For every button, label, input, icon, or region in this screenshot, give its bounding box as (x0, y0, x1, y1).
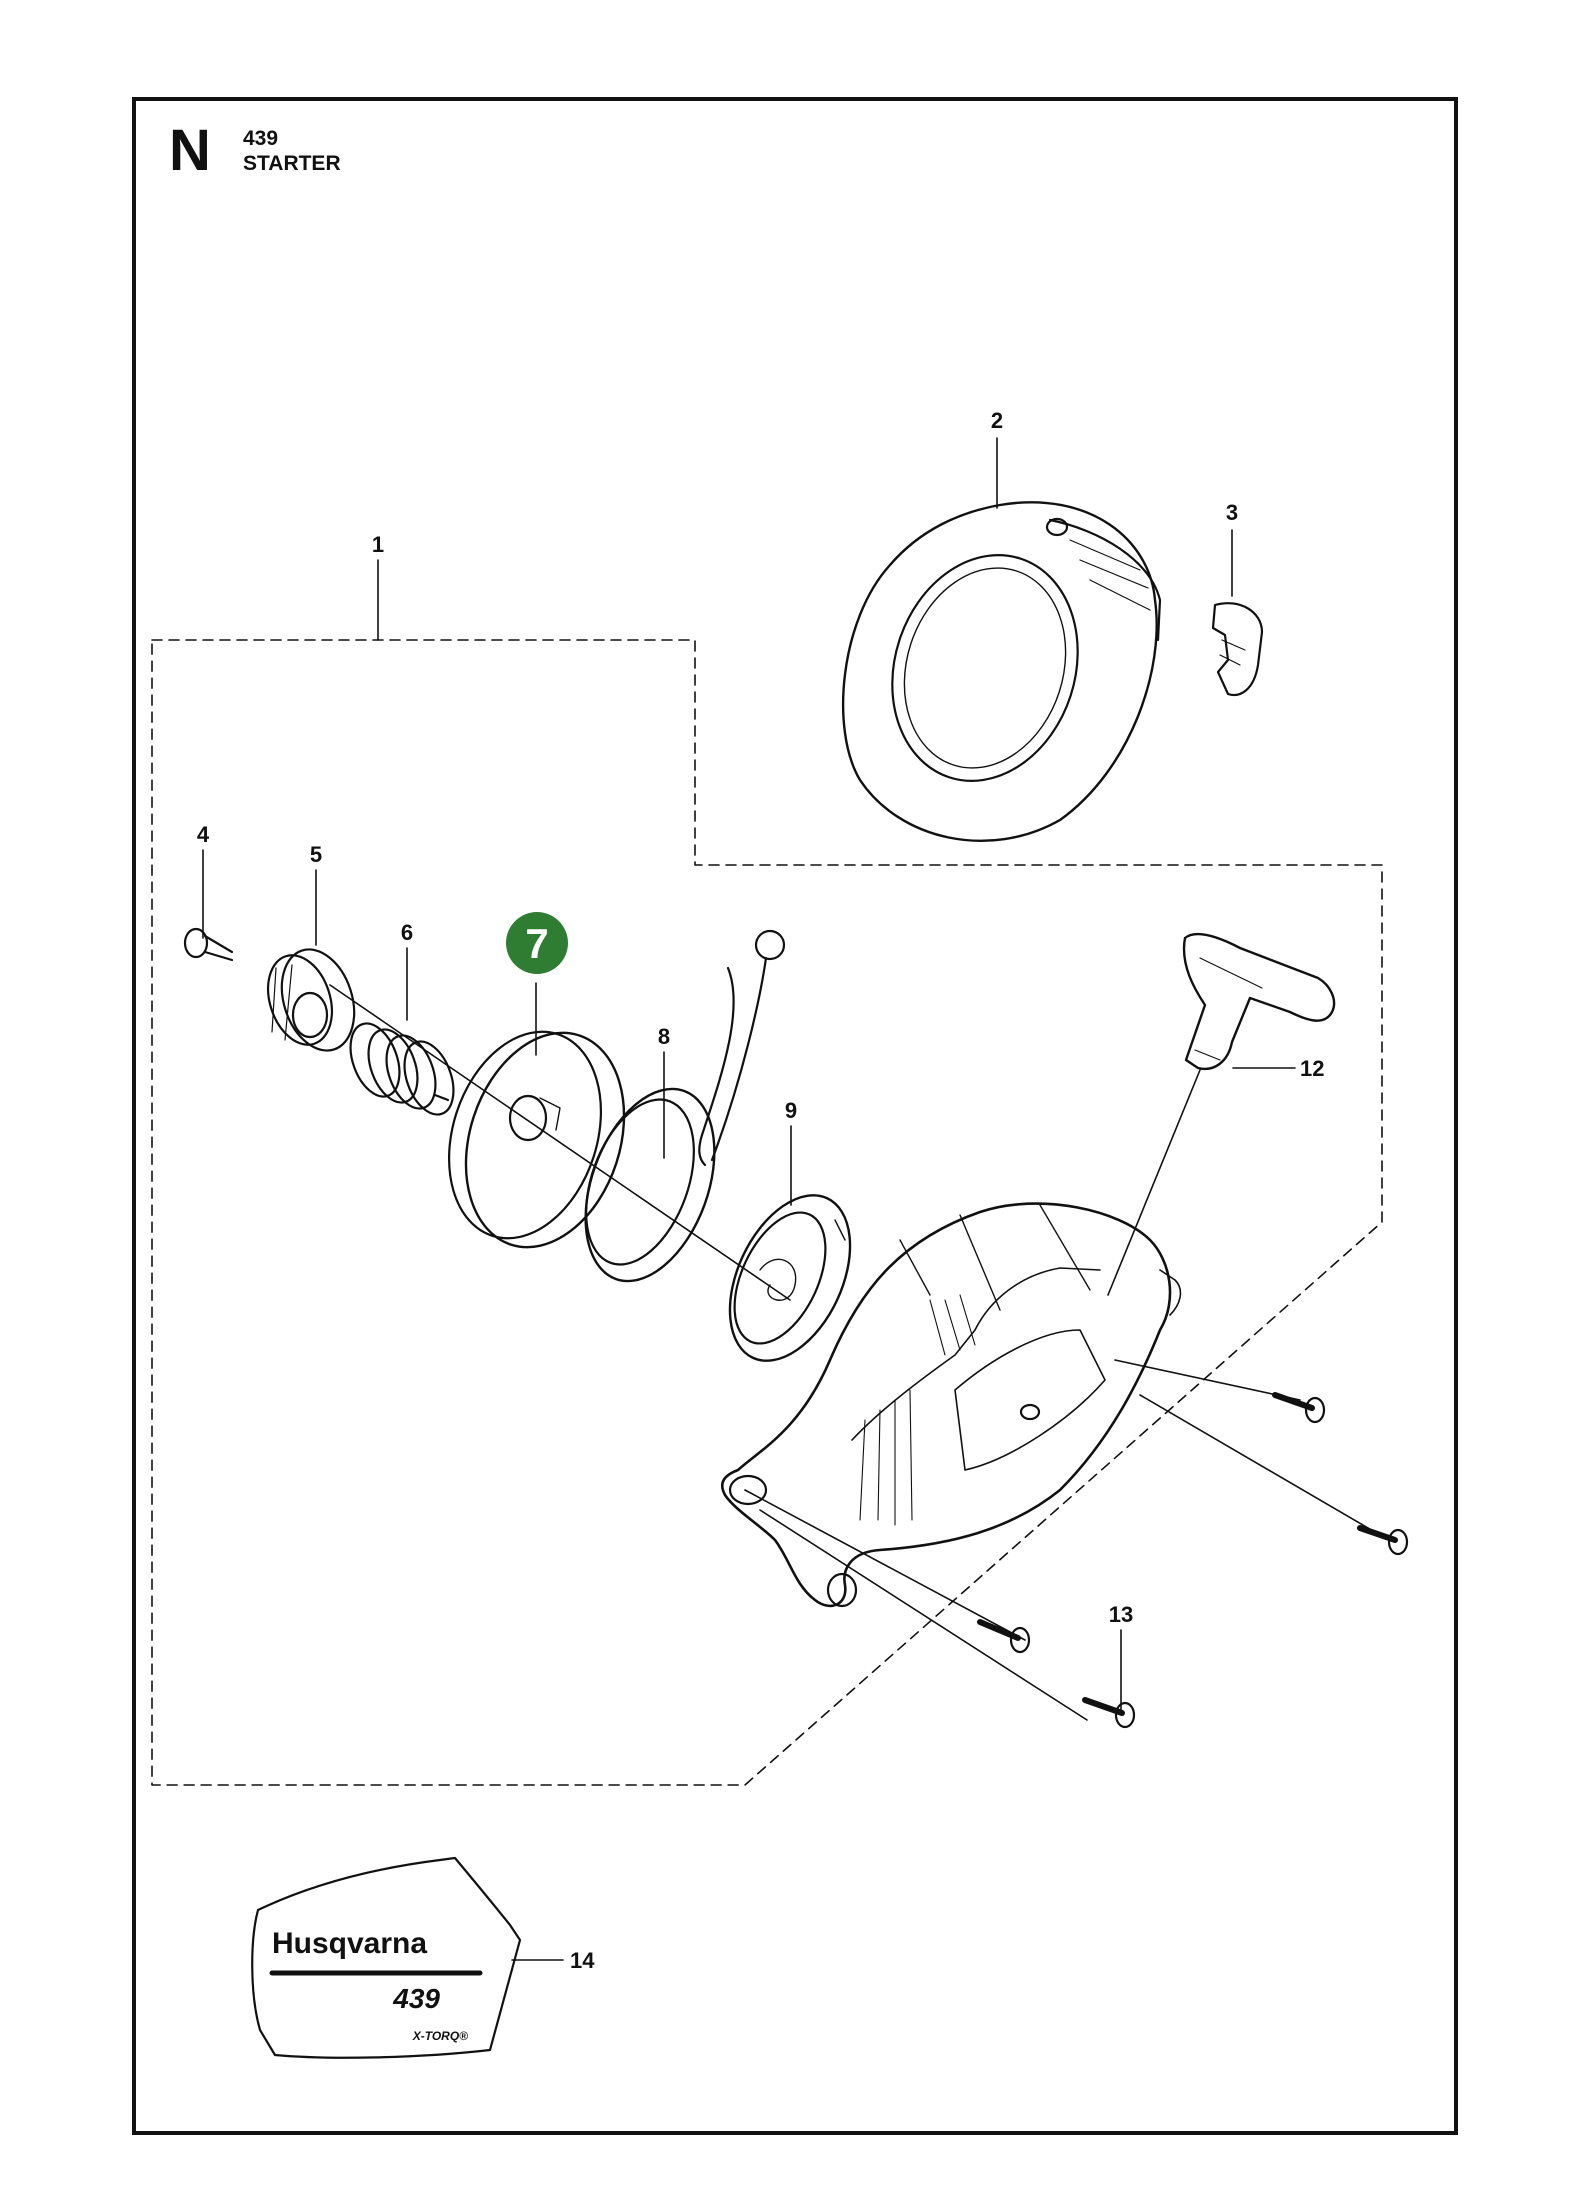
part-starter-housing (720, 1202, 1182, 1608)
section-title: STARTER (243, 152, 341, 175)
leader-lines (202, 437, 1381, 1961)
callout-7-highlight-circle (506, 912, 568, 974)
model-number: 439 (243, 127, 279, 150)
callout-9: 9 (785, 1098, 797, 1123)
decal-brand: Husqvarna (272, 1927, 427, 1960)
part-hub (267, 948, 356, 1052)
part-starter-handle (1182, 933, 1336, 1071)
callout-12: 12 (1300, 1056, 1324, 1081)
part-spring-cassette (728, 1194, 852, 1362)
decal-tagline: X-TORQ® (412, 2029, 468, 2043)
callout-5: 5 (310, 842, 322, 867)
callout-14: 14 (570, 1948, 595, 1973)
part-starter-cover (841, 501, 1162, 842)
part-screws-13 (977, 1392, 1409, 1729)
part-decal (251, 1856, 522, 2059)
callout-6: 6 (401, 920, 413, 945)
page-frame (132, 97, 1458, 2135)
callout-3: 3 (1226, 500, 1238, 525)
callout-8: 8 (658, 1024, 670, 1049)
callout-7: 7 (525, 920, 548, 967)
part-recoil-spring (584, 966, 735, 1283)
callout-1: 1 (372, 532, 384, 557)
callout-2: 2 (991, 408, 1003, 433)
part-starter-rope (710, 956, 768, 1162)
callout-4: 4 (197, 822, 210, 847)
part-clip (1211, 602, 1264, 697)
part-screw-4 (183, 927, 234, 962)
section-letter: N (169, 118, 211, 183)
part-coil-spring (349, 1022, 455, 1116)
decal-model: 439 (392, 1983, 440, 2014)
callout-13: 13 (1109, 1602, 1133, 1627)
part-rope-handle-ball (754, 929, 786, 961)
part-rope-pulley (447, 1030, 626, 1249)
assembly-boundary (151, 639, 1383, 1786)
